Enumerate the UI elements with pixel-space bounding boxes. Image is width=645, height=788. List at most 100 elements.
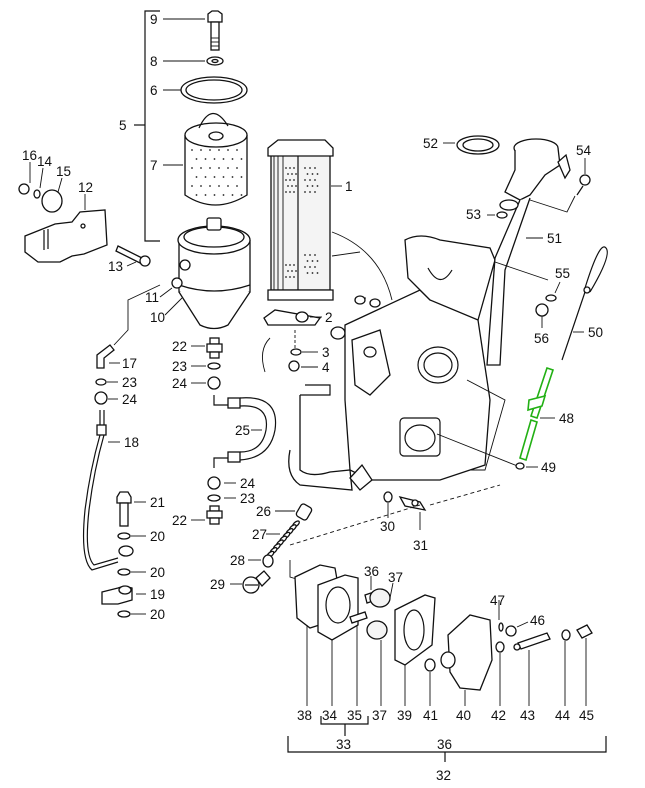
part-label-10[interactable]: 10 — [150, 310, 165, 325]
part-12-mounting-bracket[interactable] — [24, 209, 108, 263]
part-24-nut-b[interactable] — [207, 376, 221, 390]
part-label-39[interactable]: 39 — [397, 708, 412, 723]
part-label-35[interactable]: 35 — [347, 708, 362, 723]
part-label-53[interactable]: 53 — [466, 207, 481, 222]
part-52-gasket[interactable] — [456, 135, 500, 155]
part-label-17[interactable]: 17 — [122, 356, 137, 371]
part-label-23b[interactable]: 23 — [172, 359, 187, 374]
part-43-valve[interactable] — [513, 632, 551, 651]
part-label-20c[interactable]: 20 — [150, 607, 165, 622]
part-label-7[interactable]: 7 — [150, 158, 158, 173]
part-label-5[interactable]: 5 — [119, 118, 127, 133]
part-49-seal[interactable] — [515, 462, 525, 470]
part-48-dipstick-tube[interactable] — [519, 366, 555, 462]
part-label-24b[interactable]: 24 — [172, 376, 188, 391]
part-label-20b[interactable]: 20 — [150, 565, 165, 580]
part-3-washer[interactable] — [290, 348, 302, 356]
part-label-28[interactable]: 28 — [230, 553, 245, 568]
part-21-banjo-bolt[interactable] — [116, 491, 132, 527]
part-label-32[interactable]: 32 — [436, 768, 451, 783]
part-29-plug[interactable] — [242, 570, 271, 594]
part-2-seal[interactable] — [295, 311, 309, 323]
part-label-45[interactable]: 45 — [579, 708, 594, 723]
part-label-55[interactable]: 55 — [555, 266, 570, 281]
part-label-22a[interactable]: 22 — [172, 339, 187, 354]
part-label-56[interactable]: 56 — [534, 331, 549, 346]
part-39-cover-gasket[interactable] — [394, 594, 436, 666]
part-label-19[interactable]: 19 — [150, 587, 165, 602]
part-53-seal[interactable] — [496, 211, 508, 219]
part-10-filter-housing[interactable] — [177, 217, 251, 330]
part-label-43[interactable]: 43 — [520, 708, 535, 723]
part-27-spring[interactable] — [266, 520, 300, 559]
part-label-44[interactable]: 44 — [555, 708, 571, 723]
part-56-nut[interactable] — [535, 303, 549, 317]
part-label-25[interactable]: 25 — [235, 423, 250, 438]
part-label-47[interactable]: 47 — [490, 593, 505, 608]
part-label-13[interactable]: 13 — [108, 259, 123, 274]
part-31-pressure-switch[interactable] — [398, 496, 427, 511]
part-42-seal[interactable] — [495, 641, 505, 653]
part-label-27[interactable]: 27 — [252, 527, 267, 542]
part-label-20a[interactable]: 20 — [150, 529, 165, 544]
part-20-washer-b[interactable] — [117, 568, 131, 576]
part-13-bolt[interactable] — [115, 245, 151, 267]
part-label-15[interactable]: 15 — [56, 164, 71, 179]
part-label-18[interactable]: 18 — [124, 435, 139, 450]
part-label-3[interactable]: 3 — [322, 345, 330, 360]
part-55-washer[interactable] — [545, 294, 557, 302]
part-51-oil-filler-neck[interactable] — [486, 138, 571, 366]
part-label-36a[interactable]: 36 — [364, 564, 379, 579]
part-50-dipstick[interactable] — [561, 246, 608, 361]
part-11-plug[interactable] — [171, 277, 183, 289]
part-20-washer-a[interactable] — [117, 532, 131, 540]
part-23-washer-a[interactable] — [95, 378, 107, 386]
part-label-54[interactable]: 54 — [576, 143, 592, 158]
part-14-washer[interactable] — [33, 189, 41, 199]
part-label-9[interactable]: 9 — [150, 12, 158, 27]
part-19-banjo-fitting[interactable] — [101, 585, 133, 605]
part-45-plug[interactable] — [576, 624, 593, 639]
part-22-fitting-b[interactable] — [206, 505, 223, 525]
part-label-52[interactable]: 52 — [423, 136, 438, 151]
part-15-rubber-mount[interactable] — [41, 189, 63, 213]
part-17-elbow[interactable] — [96, 344, 115, 369]
part-20-washer-c[interactable] — [117, 610, 131, 618]
part-label-50[interactable]: 50 — [588, 325, 603, 340]
part-label-29[interactable]: 29 — [210, 577, 225, 592]
part-22-fitting-a[interactable] — [206, 337, 223, 359]
part-40-pump-cover[interactable] — [440, 614, 493, 691]
part-label-41[interactable]: 41 — [423, 708, 438, 723]
part-24-nut-c[interactable] — [207, 476, 221, 490]
part-41-seal[interactable] — [424, 658, 436, 672]
part-25-oil-hose[interactable] — [213, 395, 277, 468]
part-30-seal[interactable] — [383, 491, 393, 503]
part-8-washer[interactable] — [206, 56, 224, 66]
part-7-filter-element[interactable] — [184, 112, 248, 206]
part-label-14[interactable]: 14 — [37, 154, 53, 169]
part-label-12[interactable]: 12 — [78, 180, 93, 195]
part-18-oil-line[interactable] — [82, 410, 119, 571]
part-4-nut[interactable] — [288, 360, 300, 372]
part-label-2[interactable]: 2 — [325, 310, 333, 325]
part-23-washer-b[interactable] — [207, 362, 221, 370]
part-label-34[interactable]: 34 — [322, 708, 338, 723]
part-label-49[interactable]: 49 — [541, 460, 556, 475]
part-label-51[interactable]: 51 — [547, 231, 562, 246]
part-label-31[interactable]: 31 — [413, 538, 428, 553]
part-label-42[interactable]: 42 — [491, 708, 506, 723]
part-label-24a[interactable]: 24 — [122, 392, 138, 407]
part-label-40[interactable]: 40 — [456, 708, 471, 723]
part-label-11[interactable]: 11 — [145, 290, 159, 305]
part-23-washer-c[interactable] — [207, 494, 221, 502]
part-1-oil-cooler[interactable] — [267, 139, 334, 301]
part-label-23a[interactable]: 23 — [122, 375, 137, 390]
part-label-38[interactable]: 38 — [297, 708, 312, 723]
part-label-37a[interactable]: 37 — [388, 570, 403, 585]
part-34-pump-housing[interactable] — [317, 574, 359, 641]
part-24-nut-a[interactable] — [94, 391, 108, 405]
part-44-washer[interactable] — [561, 629, 571, 641]
part-label-37b[interactable]: 37 — [372, 708, 387, 723]
part-35-shaft[interactable] — [349, 611, 368, 624]
part-label-46[interactable]: 46 — [530, 613, 545, 628]
